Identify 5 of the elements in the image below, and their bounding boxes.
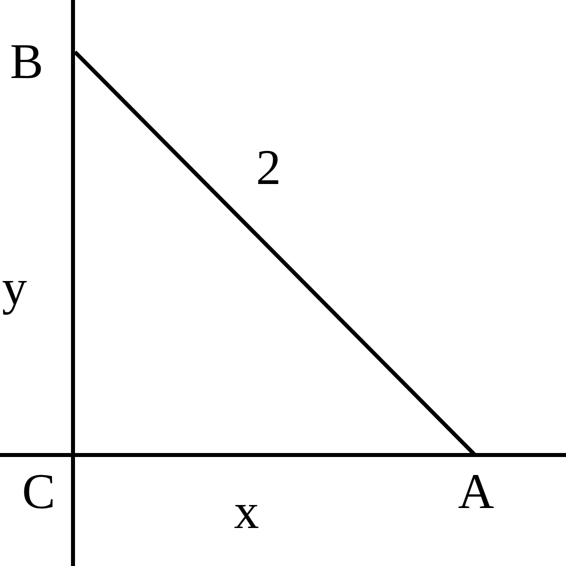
side-label: 2 — [256, 142, 281, 192]
point-label: C — [22, 466, 56, 516]
side-label: x — [234, 486, 259, 536]
point-label: A — [458, 466, 494, 516]
point-label: B — [10, 36, 44, 86]
